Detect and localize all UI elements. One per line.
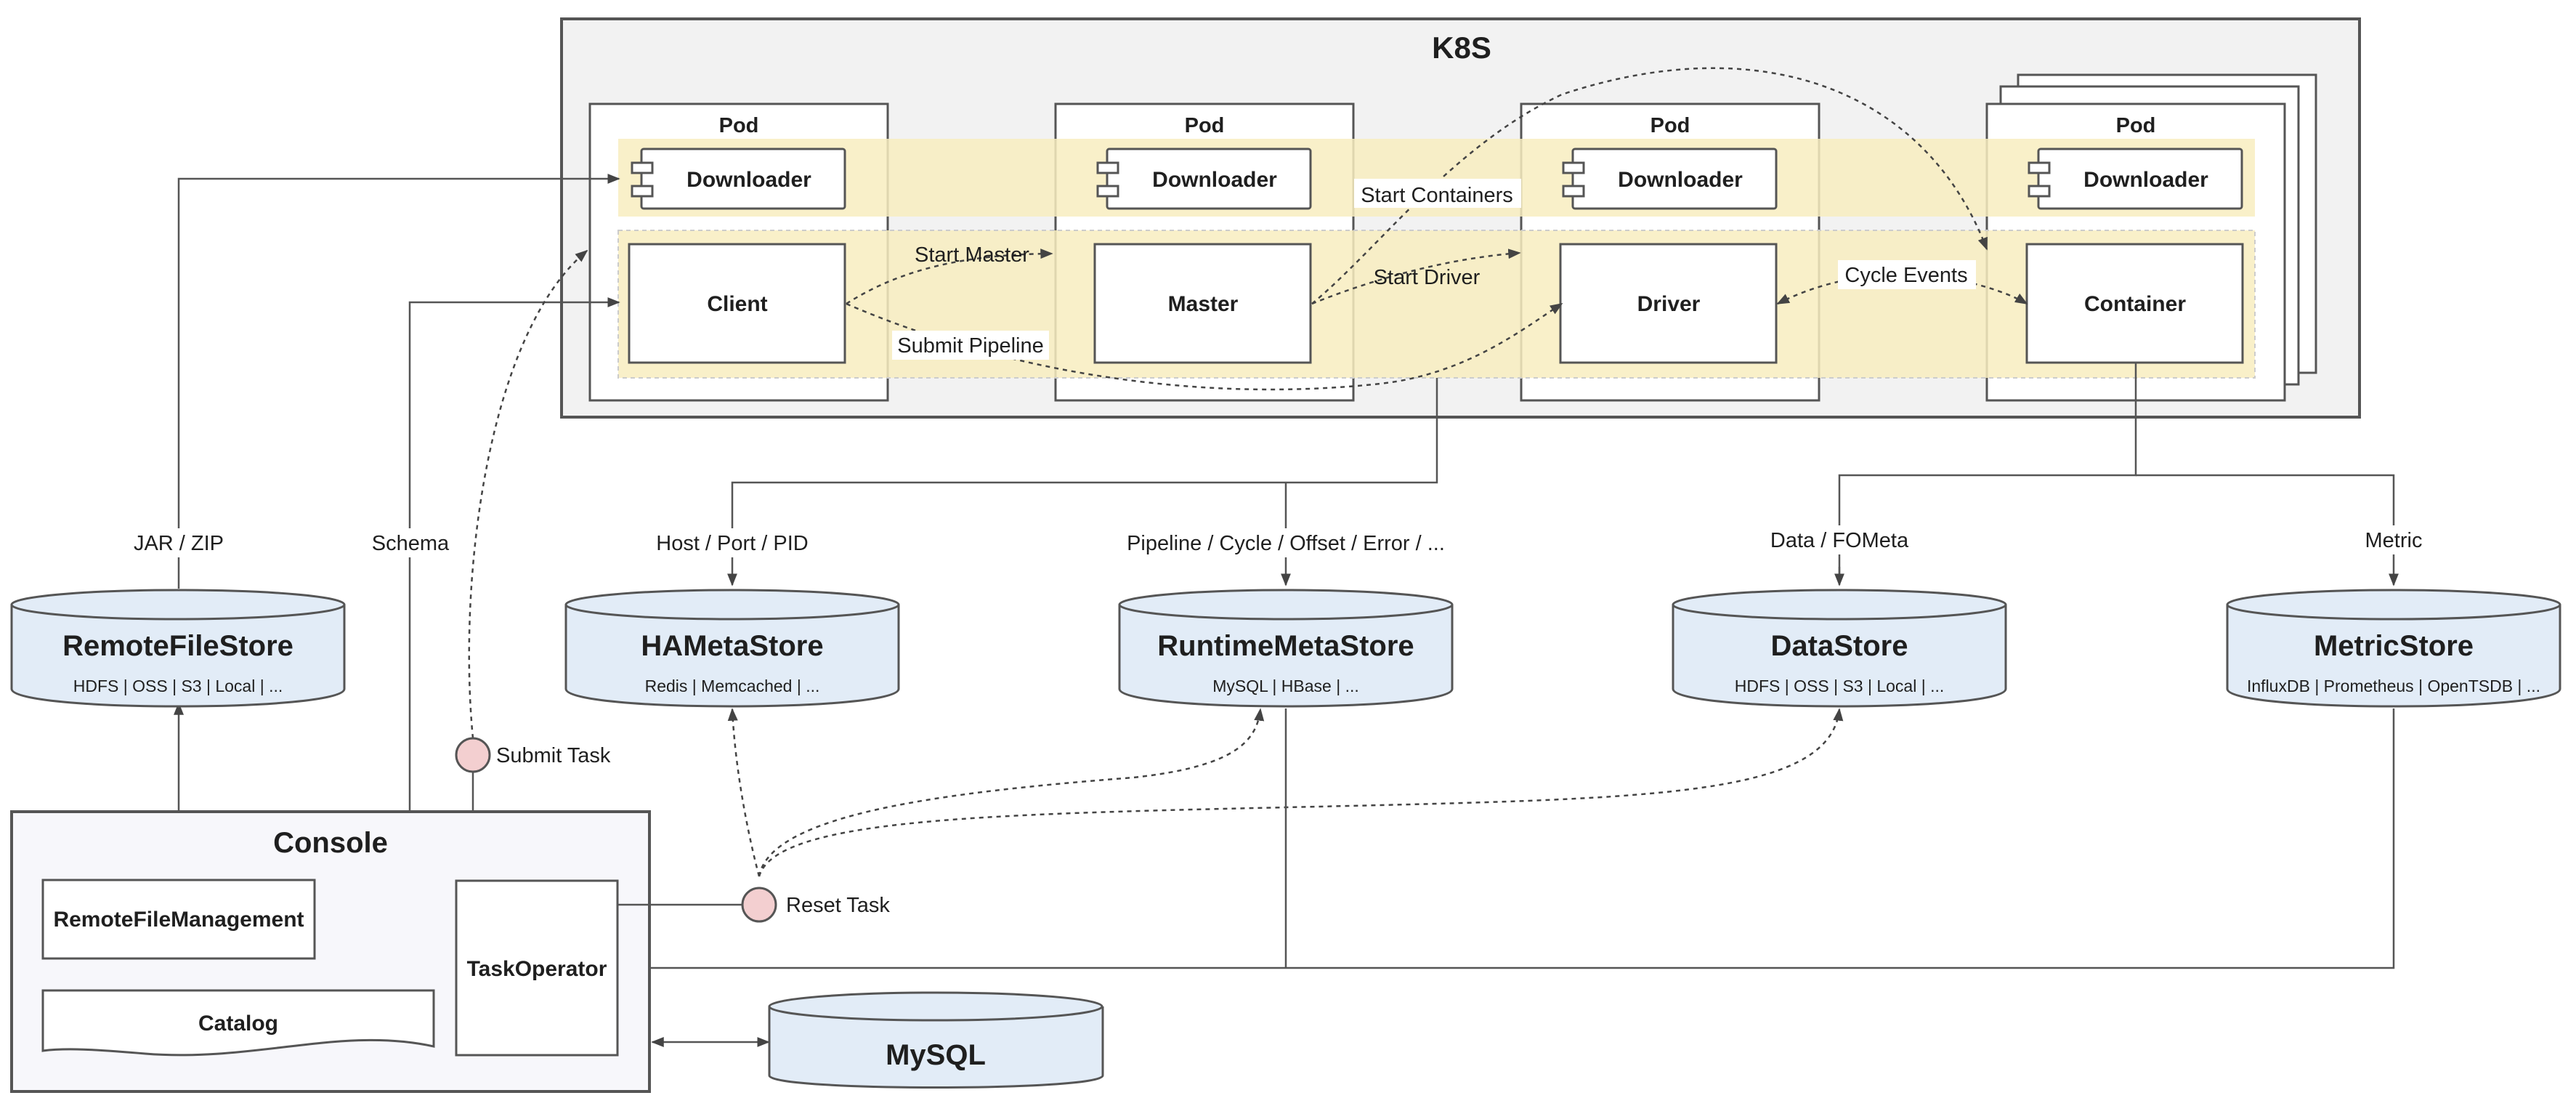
catalog-box[interactable] — [41, 989, 435, 1057]
mysql-store: MySQL — [768, 991, 1104, 1089]
downloader-component-1: Downloader — [631, 148, 846, 210]
client-box — [628, 243, 846, 364]
hametastore-sub: Redis | Memcached | ... — [645, 677, 820, 695]
master-box — [1093, 243, 1312, 364]
pod-label-1: Pod — [719, 114, 759, 137]
reset-to-hametastore — [727, 708, 761, 877]
remotefilestore: RemoteFileStore HDFS | OSS | S3 | Local … — [10, 589, 346, 708]
taskoperator-label: TaskOperator — [467, 957, 607, 981]
start-containers-label-bg — [1354, 179, 1521, 208]
downloader-component-4: Downloader — [2028, 148, 2243, 210]
pod-label-3: Pod — [1650, 114, 1690, 137]
datastore-sub: HDFS | OSS | S3 | Local | ... — [1735, 677, 1945, 695]
wire-container-to-stores — [1838, 363, 2137, 574]
start-containers-label: Start Containers — [1361, 184, 1513, 207]
driver-label: Driver — [1637, 292, 1701, 316]
pod-label-4: Pod — [2116, 114, 2156, 137]
wire-metric-to-taskoperator — [617, 709, 2395, 973]
metricstore: MetricStore InfluxDB | Prometheus | Open… — [2226, 589, 2561, 708]
taskoperator-box[interactable] — [455, 879, 619, 1057]
metric-bg — [2357, 525, 2430, 554]
cycle-events-label: Cycle Events — [1844, 264, 1967, 287]
master-label: Master — [1168, 292, 1239, 316]
downloader-component-2: Downloader — [1096, 148, 1312, 210]
metricstore-name: MetricStore — [2314, 630, 2474, 662]
cycle-events-label-bg — [1838, 260, 1976, 289]
submit-task-dashed — [468, 249, 588, 739]
submit-pipeline-label: Submit Pipeline — [897, 334, 1044, 358]
remotefilemanagement-label: RemoteFileManagement — [53, 908, 304, 932]
downloader-label-4: Downloader — [2083, 168, 2208, 192]
downloader-label-3: Downloader — [1618, 168, 1743, 192]
runtimemetastore-sub: MySQL | HBase | ... — [1212, 677, 1359, 695]
runtimemetastore-name: RuntimeMetaStore — [1157, 630, 1414, 662]
start-driver-arrow — [1311, 249, 1521, 305]
metricstore-sub: InfluxDB | Prometheus | OpenTSDB | ... — [2247, 677, 2540, 695]
downloader-label-1: Downloader — [686, 168, 811, 192]
schema-label: Schema — [372, 532, 450, 555]
remotefilestore-name: RemoteFileStore — [62, 630, 293, 662]
pipeline-cycle-bg — [1119, 528, 1453, 557]
metric-label: Metric — [2365, 529, 2423, 552]
start-master-arrow — [846, 249, 1053, 305]
datastore: DataStore HDFS | OSS | S3 | Local | ... — [1672, 589, 2007, 708]
wire-to-metric — [2136, 474, 2399, 586]
remotefilemanagement-box[interactable] — [41, 879, 316, 960]
jar-zip-label: JAR / ZIP — [134, 532, 224, 555]
reset-task-circle[interactable] — [741, 887, 777, 923]
hametastore-name: HAMetaStore — [641, 630, 823, 662]
reset-task-label: Reset Task — [786, 894, 890, 917]
reset-to-datastore — [758, 708, 1844, 877]
service-band — [617, 230, 2256, 379]
client-label: Client — [707, 292, 767, 316]
host-port-pid-label: Host / Port / PID — [656, 532, 809, 555]
start-containers-arrow — [1311, 67, 1988, 304]
k8s-title: K8S — [1432, 31, 1491, 65]
pod-label-2: Pod — [1185, 114, 1225, 137]
runtimemetastore: RuntimeMetaStore MySQL | HBase | ... — [1118, 589, 1454, 708]
schema-bg — [367, 528, 454, 557]
wire-client-to-catalog — [405, 297, 620, 992]
downloader-label-2: Downloader — [1152, 168, 1277, 192]
start-driver-label: Start Driver — [1374, 266, 1481, 289]
datastore-name: DataStore — [1771, 630, 1908, 662]
catalog-label: Catalog — [198, 1012, 278, 1036]
data-fometa-bg — [1762, 525, 1918, 554]
submit-pipeline-label-bg — [892, 331, 1049, 360]
host-port-pid-bg — [643, 528, 821, 557]
remotefilestore-sub: HDFS | OSS | S3 | Local | ... — [73, 677, 283, 695]
container-label: Container — [2084, 292, 2186, 316]
console-title: Console — [273, 827, 388, 859]
data-fometa-label: Data / FOMeta — [1770, 529, 1909, 552]
submit-task-label: Submit Task — [496, 744, 611, 767]
cycle-events-arrow — [1776, 273, 2028, 305]
container-box — [2025, 243, 2244, 364]
start-master-label: Start Master — [915, 243, 1029, 267]
pipeline-cycle-label: Pipeline / Cycle / Offset / Error / ... — [1127, 532, 1445, 555]
reset-to-runtimemetastore — [758, 708, 1265, 877]
hametastore: HAMetaStore Redis | Memcached | ... — [564, 589, 900, 708]
wire-remotefilestore-to-downloader — [177, 174, 620, 589]
downloader-component-3: Downloader — [1562, 148, 1778, 210]
submit-task-circle[interactable] — [455, 737, 491, 773]
mysql-label: MySQL — [886, 1039, 986, 1071]
jar-zip-bg — [129, 528, 228, 557]
